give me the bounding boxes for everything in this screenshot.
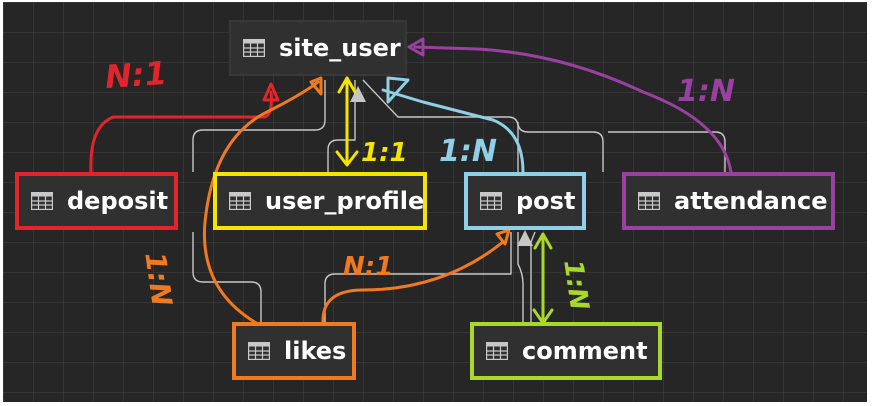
- table-icon: [480, 192, 502, 210]
- entity-site-user-label: site_user: [279, 34, 401, 62]
- cardinality-label-deposit: N:1: [103, 53, 169, 97]
- table-icon: [486, 342, 508, 360]
- relationship-lines: [89, 37, 733, 326]
- table-icon: [243, 39, 265, 57]
- entity-attendance-label: attendance: [674, 187, 828, 215]
- table-icon: [638, 192, 660, 210]
- cardinality-label-user-profile: 1:1: [361, 138, 408, 168]
- arrowhead-likes-post: [495, 228, 511, 246]
- arrowhead-user-profile-top: [337, 76, 357, 94]
- entity-site-user[interactable]: site_user: [229, 20, 407, 76]
- table-icon: [248, 342, 270, 360]
- erd-connector-arrowheads: [350, 86, 533, 246]
- entity-comment-label: comment: [522, 337, 648, 365]
- cardinality-label-likes-post: N:1: [343, 252, 394, 282]
- arrowhead-comment-top: [533, 232, 553, 250]
- entity-deposit-label: deposit: [67, 187, 169, 215]
- relation-line-likes-post: [321, 240, 505, 326]
- entity-attendance[interactable]: attendance: [622, 172, 835, 230]
- entity-likes-label: likes: [284, 337, 347, 365]
- arrowhead-attendance: [407, 37, 425, 57]
- arrowhead-user-profile-bottom: [335, 150, 359, 167]
- cardinality-label-attendance: 1:N: [677, 74, 735, 109]
- arrowhead-post: [386, 76, 410, 104]
- entity-deposit[interactable]: deposit: [15, 172, 178, 230]
- entity-user-profile[interactable]: user_profile: [213, 172, 427, 230]
- relation-line-deposit: [89, 90, 273, 174]
- table-icon: [31, 192, 53, 210]
- erd-canvas: site_user deposit user_profile post atte…: [3, 2, 867, 402]
- relation-line-attendance: [413, 45, 733, 174]
- cardinality-label-post: 1:N: [439, 134, 497, 169]
- arrowhead-deposit: [262, 82, 280, 102]
- entity-post[interactable]: post: [464, 172, 586, 230]
- relation-line-post: [381, 88, 525, 174]
- entity-comment[interactable]: comment: [470, 322, 662, 380]
- entity-likes[interactable]: likes: [232, 322, 356, 380]
- entity-user-profile-label: user_profile: [265, 187, 425, 215]
- erd-connectors: [192, 79, 726, 322]
- table-icon: [229, 192, 251, 210]
- entity-post-label: post: [516, 187, 576, 215]
- arrowhead-likes-site-user: [309, 76, 323, 96]
